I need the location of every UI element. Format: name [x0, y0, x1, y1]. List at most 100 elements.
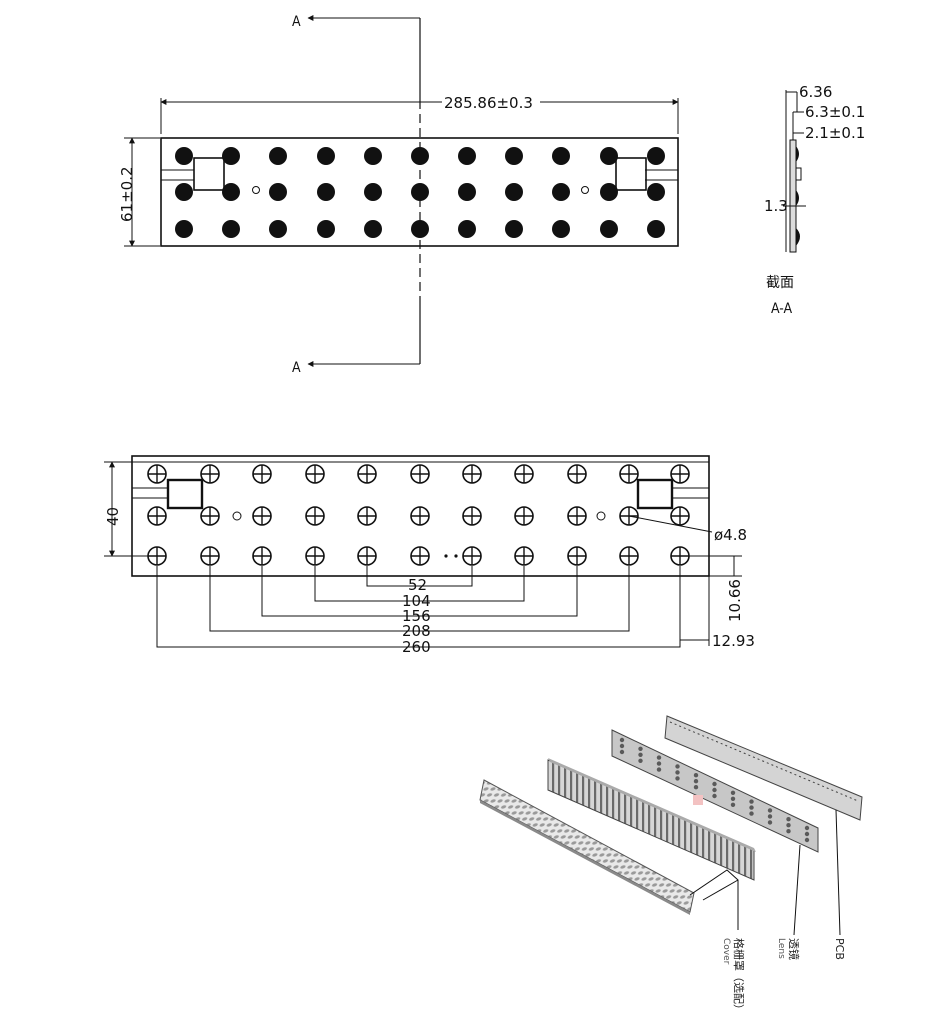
pitch-dimensions [156, 566, 681, 648]
section-dim-4: 1.3 [764, 197, 788, 215]
lens-dot [619, 737, 625, 743]
lens-dot [675, 764, 680, 769]
led-dot [364, 220, 382, 238]
lens-dot [656, 755, 662, 760]
led-dot [269, 147, 287, 165]
pitch-bracket [261, 566, 578, 617]
led-dot [647, 183, 665, 201]
hole-board-outline [131, 455, 710, 577]
screw-hole [252, 506, 272, 526]
screw-hole [305, 506, 325, 526]
lens-dot [638, 746, 643, 751]
edge-offset-x-label: 12.93 [712, 632, 755, 650]
led-dot [647, 220, 665, 238]
screw-hole [410, 546, 430, 566]
screw-hole [357, 546, 377, 566]
led-dot [600, 147, 618, 165]
screw-hole [147, 506, 167, 526]
lens-dot [767, 808, 773, 813]
lens-label-cn: 透镜 [787, 938, 801, 960]
length-dim-label: 285.86±0.3 [444, 94, 533, 112]
lens-dot [730, 796, 736, 801]
section-subtitle: A-A [771, 301, 793, 317]
led-dot [505, 183, 523, 201]
dot-mark-1 [444, 554, 448, 558]
hole-dia-label: ø4.8 [714, 526, 747, 544]
section-pcb [789, 139, 797, 253]
led-dot [552, 220, 570, 238]
screw-hole [514, 546, 534, 566]
lens-dot [638, 752, 643, 757]
connector-left [193, 157, 225, 191]
screw-hole [200, 506, 220, 526]
section-connector [795, 167, 802, 181]
section-dim-3: 2.1±0.1 [805, 124, 865, 142]
lens-dot [749, 805, 754, 810]
dot-mark-2 [454, 554, 458, 558]
cover-leader [689, 869, 739, 930]
led-array [175, 147, 665, 238]
lens-label-en: Lens [776, 938, 786, 959]
hole-mount-right [596, 511, 606, 521]
mount-hole-right [581, 186, 589, 194]
led-dot [458, 220, 476, 238]
hole-view: 40 ø4.8 52 104 156 208 260 10.66 12.93 [104, 455, 755, 656]
led-dot [364, 183, 382, 201]
screw-hole [670, 506, 690, 526]
pitch-260-label: 260 [402, 638, 431, 656]
screw-hole [514, 464, 534, 484]
section-lens-1 [796, 146, 799, 162]
lens-dot [786, 823, 791, 828]
led-dot [222, 183, 240, 201]
pitch-52-label: 52 [408, 576, 427, 594]
lens-dot [656, 761, 662, 766]
led-dot [269, 220, 287, 238]
lens-dot [730, 802, 736, 807]
led-dot [175, 147, 193, 165]
screw-hole [200, 464, 220, 484]
led-dot [600, 220, 618, 238]
board-outline [160, 137, 679, 247]
lens-dot [767, 820, 773, 825]
cover-label-cn: 格栅罩（选配） [732, 938, 746, 1015]
led-dot [505, 220, 523, 238]
screw-hole-array [147, 464, 690, 566]
hole-connector-right [636, 478, 674, 510]
screw-hole [619, 546, 639, 566]
screw-hole [252, 464, 272, 484]
pitch-208-label: 208 [402, 622, 431, 640]
led-dot [458, 147, 476, 165]
dia-leader [628, 515, 713, 533]
section-mark-bottom: A [292, 360, 301, 376]
led-dot [175, 183, 193, 201]
led-dot [222, 147, 240, 165]
cover-label-en: Cover [721, 938, 731, 965]
lens-dot [804, 825, 810, 831]
lens-dots [619, 737, 810, 843]
pitch-104-label: 104 [402, 592, 431, 610]
section-dim-2: 6.3±0.1 [805, 103, 865, 121]
lens-dot [619, 743, 625, 749]
lens-leader [793, 844, 801, 936]
led-dot [552, 147, 570, 165]
screw-hole [514, 506, 534, 526]
pitch-bracket [314, 566, 525, 602]
led-dot [600, 183, 618, 201]
lens-dot [749, 799, 754, 804]
top-view: A A 285.86±0.3 61±0.2 [118, 14, 679, 376]
section-lens-3 [796, 228, 800, 246]
led-dot [505, 147, 523, 165]
screw-hole [410, 464, 430, 484]
screw-hole [567, 506, 587, 526]
lens-dot [675, 776, 680, 781]
lens-dot [675, 770, 680, 775]
section-title: 截面 [766, 275, 794, 291]
screw-hole [670, 464, 690, 484]
lens-dot [693, 773, 699, 778]
led-dot [317, 220, 335, 238]
lens-dot [712, 787, 717, 793]
screw-hole [567, 546, 587, 566]
screw-hole [200, 546, 220, 566]
